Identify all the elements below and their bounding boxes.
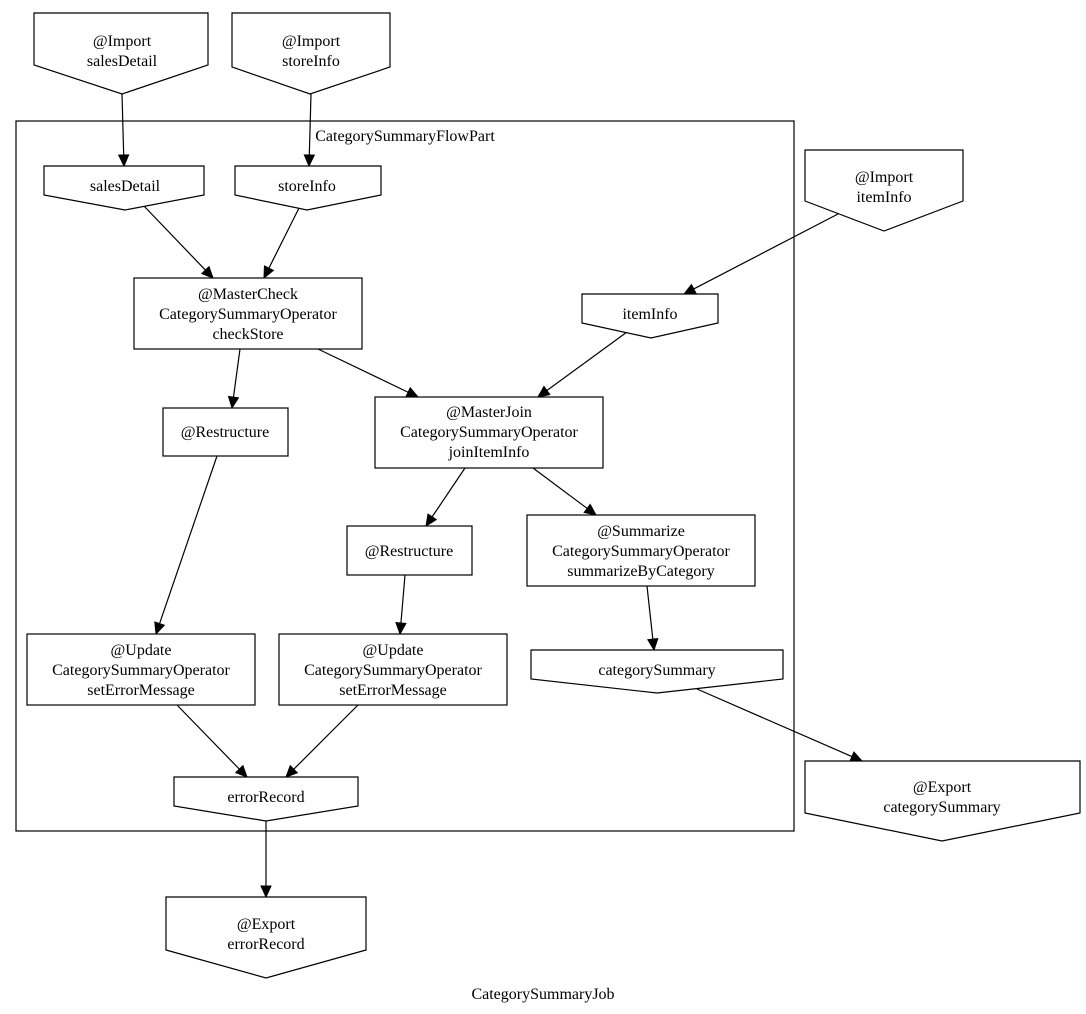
- node-label-line: setErrorMessage: [87, 682, 195, 699]
- edge-line: [317, 348, 409, 393]
- arrowhead: [537, 385, 551, 398]
- edge-in_store-to-master_check: [263, 207, 300, 280]
- arrowhead: [117, 154, 130, 168]
- arrowhead: [647, 637, 659, 652]
- import-salesdetail-node: @Import salesDetail: [33, 12, 209, 95]
- edge-line: [696, 688, 853, 758]
- node-label-line: itemInfo: [856, 189, 911, 206]
- import-storeinfo-node: @Import storeInfo: [231, 12, 391, 95]
- edge-import_store-to-in_store: [303, 93, 316, 168]
- node-label-line: @Import: [855, 169, 914, 186]
- arrowhead: [285, 764, 299, 778]
- node-label-line: setErrorMessage: [339, 682, 447, 699]
- node-label-line: @Update: [363, 642, 424, 659]
- node-label-line: joinItemInfo: [448, 444, 530, 461]
- edge-line: [546, 331, 628, 391]
- node-label-line: categorySummary: [598, 662, 715, 679]
- node-label-line: @Restructure: [365, 543, 453, 560]
- node-label-line: CategorySummaryOperator: [552, 543, 730, 560]
- edge-line: [142, 204, 206, 271]
- node-label-line: summarizeByCategory: [567, 563, 715, 580]
- edge-master_check-to-restructure_1: [227, 348, 241, 410]
- node-label-line: storeInfo: [278, 178, 336, 195]
- arrowhead: [200, 265, 214, 279]
- edge-line: [176, 704, 240, 770]
- arrowhead: [583, 503, 597, 516]
- edge-line: [532, 467, 588, 509]
- input-salesdetail-node: salesDetail: [43, 165, 205, 211]
- import-iteminfo-node: @Import itemInfo: [804, 149, 964, 232]
- node-label-line: @Export: [913, 779, 972, 796]
- edge-line: [293, 704, 359, 770]
- node-label-line: CategorySummaryOperator: [52, 662, 230, 679]
- cluster-label: CategorySummaryFlowPart: [315, 128, 495, 145]
- node-label-line: storeInfo: [282, 53, 340, 70]
- edge-line: [431, 467, 466, 518]
- export-categorysummary-node: @Export categorySummary: [804, 760, 1081, 842]
- arrowhead: [425, 513, 438, 528]
- restructure-node-middle: @Restructure: [346, 525, 473, 576]
- node-label-line: @Import: [282, 33, 341, 50]
- node-label-line: categorySummary: [883, 799, 1000, 816]
- arrowhead: [263, 265, 275, 280]
- node-label-line: @MasterCheck: [198, 286, 298, 303]
- arrowhead: [154, 621, 166, 636]
- input-iteminfo-node: itemInfo: [581, 293, 719, 339]
- node-label-line: errorRecord: [227, 789, 304, 806]
- edge-in_item-to-master_join: [537, 331, 628, 398]
- restructure-node-left: @Restructure: [162, 407, 289, 457]
- output-categorysummary-node: categorySummary: [530, 649, 784, 694]
- export-errorrecord-node: @Export errorRecord: [165, 896, 367, 979]
- edge-restructure_2-to-update_2: [395, 574, 407, 636]
- edge-line: [121, 93, 125, 156]
- node-label-line: errorRecord: [227, 936, 304, 953]
- node-label-line: salesDetail: [90, 178, 161, 195]
- node-label-line: CategorySummaryOperator: [400, 424, 578, 441]
- node-label-line: @MasterJoin: [446, 404, 532, 421]
- arrowhead: [227, 395, 240, 410]
- output-errorrecord-node: errorRecord: [173, 776, 359, 822]
- arrowhead: [303, 154, 316, 168]
- node-label-line: @Import: [93, 33, 152, 50]
- node-label-line: salesDetail: [87, 53, 158, 70]
- node-label-line: @Update: [111, 642, 172, 659]
- cluster-category-summary-flow-part: CategorySummaryFlowPart: [15, 120, 795, 832]
- edge-out_error-to-export_error: [260, 821, 272, 899]
- nodes-layer: @Import salesDetail @Import storeInfo @Imp…: [26, 12, 1081, 979]
- edge-update_2-to-out_error: [285, 704, 359, 778]
- edge-line: [158, 455, 218, 624]
- edge-import_sales-to-in_sales: [117, 93, 130, 168]
- arrowhead: [234, 764, 248, 778]
- edge-line: [400, 574, 406, 624]
- node-label-line: @Export: [237, 916, 296, 933]
- arrowhead: [395, 622, 407, 636]
- edges-layer: [117, 93, 864, 899]
- edge-update_1-to-out_error: [176, 704, 248, 778]
- node-label-line: itemInfo: [622, 306, 677, 323]
- node-label-line: checkStore: [212, 326, 283, 343]
- graph-label: CategorySummaryJob: [471, 986, 614, 1003]
- edge-line: [232, 348, 241, 398]
- edge-in_sales-to-master_check: [142, 204, 214, 279]
- node-label-line: CategorySummaryOperator: [304, 662, 482, 679]
- edge-restructure_1-to-update_1: [154, 455, 218, 636]
- node-label-line: @Summarize: [597, 523, 685, 540]
- node-label-line: CategorySummaryOperator: [159, 306, 337, 323]
- node-label-line: @Restructure: [181, 424, 269, 441]
- edge-master_join-to-restructure_2: [425, 467, 466, 528]
- edge-line: [308, 93, 312, 156]
- edge-line: [693, 213, 839, 290]
- edge-line: [646, 585, 654, 640]
- edge-line: [268, 207, 300, 269]
- edge-summarize-to-out_category: [646, 585, 659, 652]
- edge-master_join-to-summarize: [532, 467, 597, 516]
- arrowhead: [260, 885, 272, 899]
- input-storeinfo-node: storeInfo: [234, 165, 382, 211]
